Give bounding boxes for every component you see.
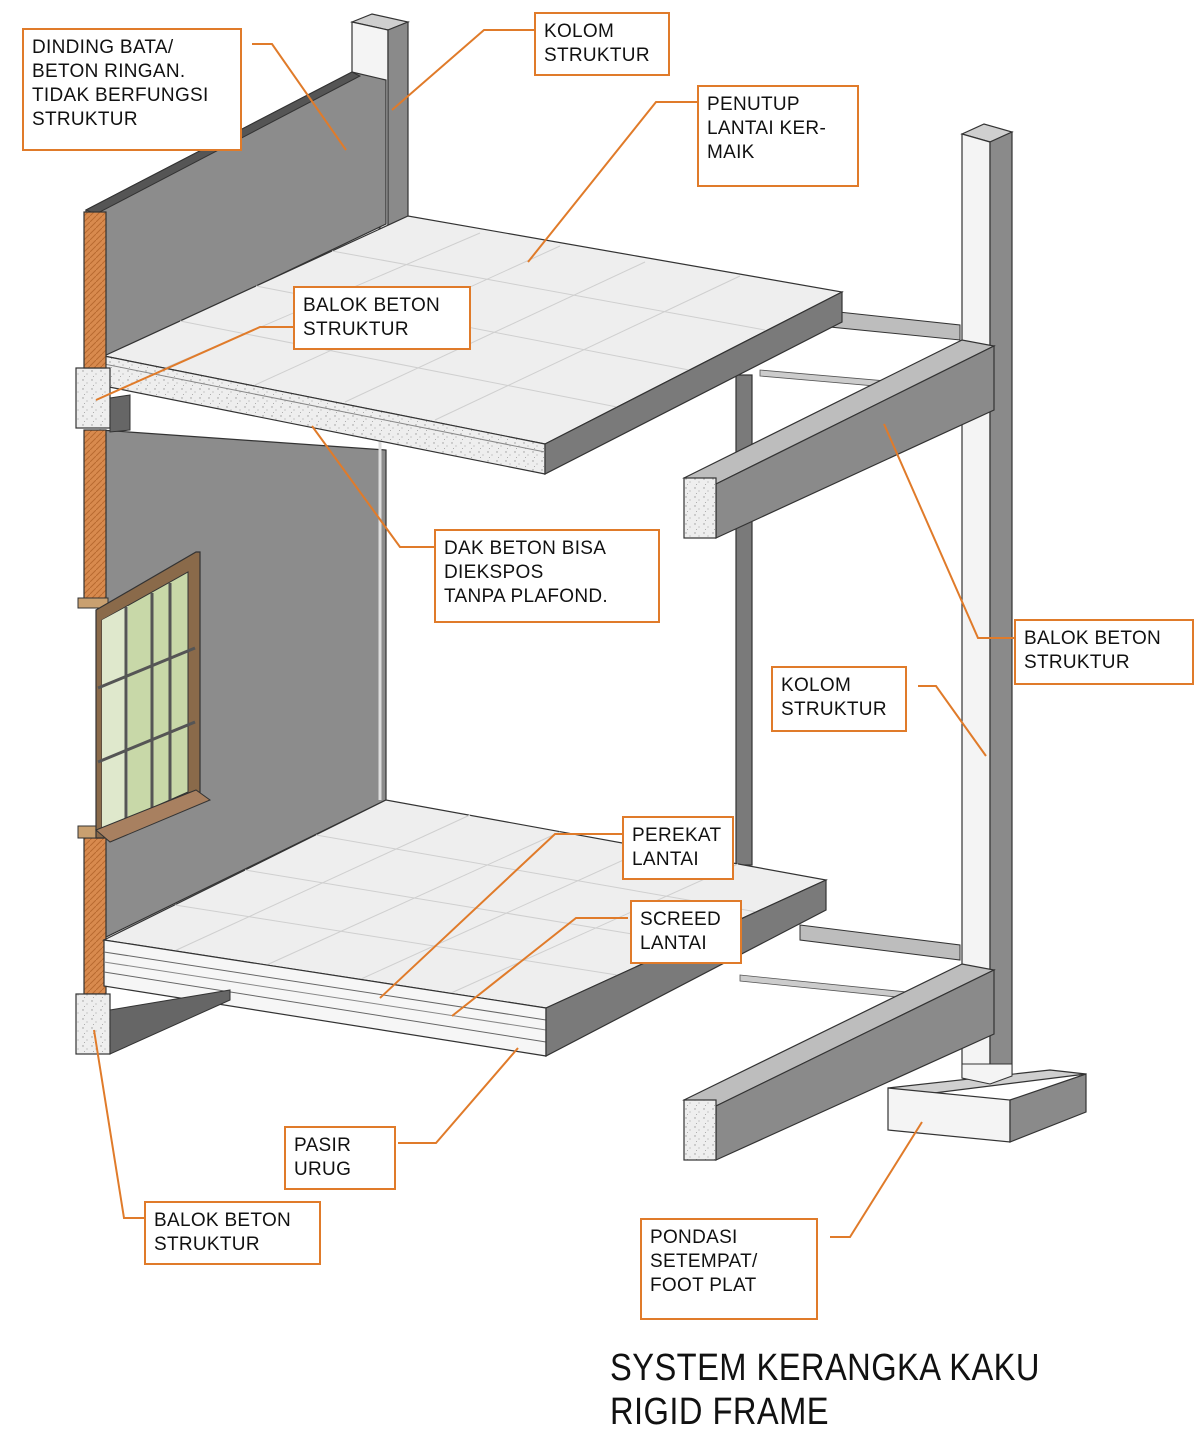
- label-dinding-line-3: TIDAK BERFUNGSI: [32, 85, 209, 106]
- label-penutup-lantai: PENUTUP LANTAI KER- MAIK: [697, 85, 859, 187]
- column-front-right: [960, 123, 1014, 1085]
- label-dak-line-2: DIEKSPOS: [444, 562, 544, 583]
- label-kolom-top-line-2: STRUKTUR: [544, 45, 650, 66]
- label-pasir-urug: PASIR URUG: [284, 1126, 396, 1190]
- lower-edge-beam-left: [75, 989, 231, 1055]
- label-screed-line-2: LANTAI: [640, 933, 707, 954]
- label-kolom-struktur-right: KOLOM STRUKTUR: [771, 666, 907, 732]
- label-balok-right-line-1: BALOK BETON: [1024, 628, 1162, 649]
- label-penutup-line-2: LANTAI KER-: [707, 118, 827, 139]
- label-pondasi-line-1: PONDASI: [650, 1227, 738, 1248]
- label-dinding-line-1: DINDING BATA/: [32, 37, 174, 58]
- label-dinding-line-2: BETON RINGAN.: [32, 61, 186, 82]
- label-balok-upper-line-2: STRUKTUR: [303, 319, 409, 340]
- label-dak-beton: DAK BETON BISA DIEKSPOS TANPA PLAFOND.: [434, 529, 660, 623]
- brick-wall-section: [77, 211, 109, 995]
- leader-lines: [93, 29, 1014, 1238]
- label-balok-lower-line-2: STRUKTUR: [154, 1234, 260, 1255]
- label-balok-beton-right: BALOK BETON STRUKTUR: [1014, 619, 1194, 685]
- label-balok-upper-line-1: BALOK BETON: [303, 295, 441, 316]
- label-pondasi-line-2: SETEMPAT/: [650, 1251, 758, 1272]
- lower-front-beam: [682, 963, 996, 1161]
- upper-front-beam: [682, 339, 996, 539]
- label-pasir-line-1: PASIR: [294, 1135, 352, 1156]
- label-perekat-lantai: PEREKAT LANTAI: [622, 816, 734, 880]
- label-penutup-line-1: PENUTUP: [707, 94, 800, 115]
- title-line-2: RIGID FRAME: [610, 1391, 829, 1433]
- diagram-title: SYSTEM KERANGKA KAKU RIGID FRAME: [610, 1346, 1040, 1434]
- title-line-1: SYSTEM KERANGKA KAKU: [610, 1347, 1040, 1389]
- label-balok-beton-lower: BALOK BETON STRUKTUR: [144, 1201, 321, 1265]
- label-perekat-line-2: LANTAI: [632, 849, 699, 870]
- label-kolom-struktur-top: KOLOM STRUKTUR: [534, 12, 670, 76]
- label-pondasi-setempat: PONDASI SETEMPAT/ FOOT PLAT: [640, 1218, 818, 1320]
- label-pondasi-line-3: FOOT PLAT: [650, 1275, 757, 1296]
- label-kolom-right-line-1: KOLOM: [781, 675, 852, 696]
- foot-plat: [887, 1063, 1087, 1143]
- label-balok-right-line-2: STRUKTUR: [1024, 652, 1130, 673]
- label-kolom-right-line-2: STRUKTUR: [781, 699, 887, 720]
- label-perekat-line-1: PEREKAT: [632, 825, 722, 846]
- label-screed-lantai: SCREED LANTAI: [630, 900, 742, 964]
- window: [95, 551, 212, 843]
- label-kolom-top-line-1: KOLOM: [544, 21, 615, 42]
- upper-slab: [102, 215, 844, 475]
- label-dinding-line-4: STRUKTUR: [32, 109, 138, 130]
- upper-edge-beam-left: [75, 367, 131, 433]
- label-dak-line-3: TANPA PLAFOND.: [444, 586, 608, 607]
- label-balok-lower-line-1: BALOK BETON: [154, 1210, 292, 1231]
- label-dak-line-1: DAK BETON BISA: [444, 538, 607, 559]
- label-pasir-line-2: URUG: [294, 1159, 352, 1180]
- label-penutup-line-3: MAIK: [707, 142, 755, 163]
- label-screed-line-1: SCREED: [640, 909, 721, 930]
- label-balok-beton-upper: BALOK BETON STRUKTUR: [293, 286, 471, 350]
- label-dinding-bata: DINDING BATA/ BETON RINGAN. TIDAK BERFUN…: [22, 28, 242, 151]
